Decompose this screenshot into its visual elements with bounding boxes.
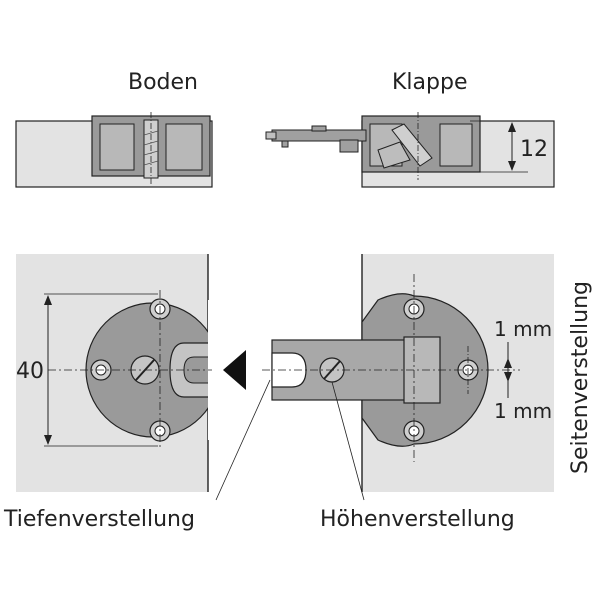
boden-screw-thread-2	[143, 140, 159, 146]
klappe-arm	[271, 129, 367, 142]
klappe-lever	[391, 123, 433, 167]
diameter-arrow-top	[44, 295, 52, 305]
depth-adjust-leader	[215, 379, 271, 501]
klappe-arm-pin	[281, 140, 289, 148]
label-side-adjust: Seitenverstellung	[568, 281, 593, 474]
klappe-side-view	[265, 112, 555, 188]
label-diameter: 40	[16, 359, 44, 384]
thickness-arrow-top	[508, 122, 516, 132]
assembly-direction-arrow	[223, 350, 246, 390]
height-adjust-leader	[331, 381, 365, 501]
side-adjust-arrow-down	[504, 372, 512, 382]
klappe-arm-hook	[339, 139, 359, 153]
label-height-adjust: Höhenverstellung	[320, 507, 515, 532]
boden-screw-thread-1	[143, 130, 159, 136]
thickness-arrow-bottom	[508, 161, 516, 171]
diameter-arrow-bottom	[44, 435, 52, 445]
label-side-down: 1 mm	[494, 399, 552, 423]
label-depth-adjust: Tiefenverstellung	[3, 507, 195, 532]
boden-housing-inner	[99, 123, 135, 171]
label-side-up: 1 mm	[494, 317, 552, 341]
side-adjust-arrow-up	[504, 358, 512, 368]
klappe-arm-tip	[265, 131, 277, 140]
klappe-arm-tab	[311, 125, 327, 132]
boden-housing-flat	[208, 300, 228, 440]
label-boden: Boden	[128, 70, 198, 95]
label-klappe: Klappe	[392, 70, 468, 95]
boden-top-view	[16, 254, 228, 492]
boden-side-view	[15, 112, 213, 188]
klappe-top-view	[262, 254, 554, 492]
boden-housing-inner-2	[165, 123, 203, 171]
boden-screw-thread-3	[143, 150, 159, 156]
label-thickness: 12	[520, 137, 548, 162]
klappe-lever-2	[377, 141, 411, 169]
klappe-housing-inner-2	[439, 123, 473, 167]
boden-screw-thread-4	[143, 160, 159, 166]
